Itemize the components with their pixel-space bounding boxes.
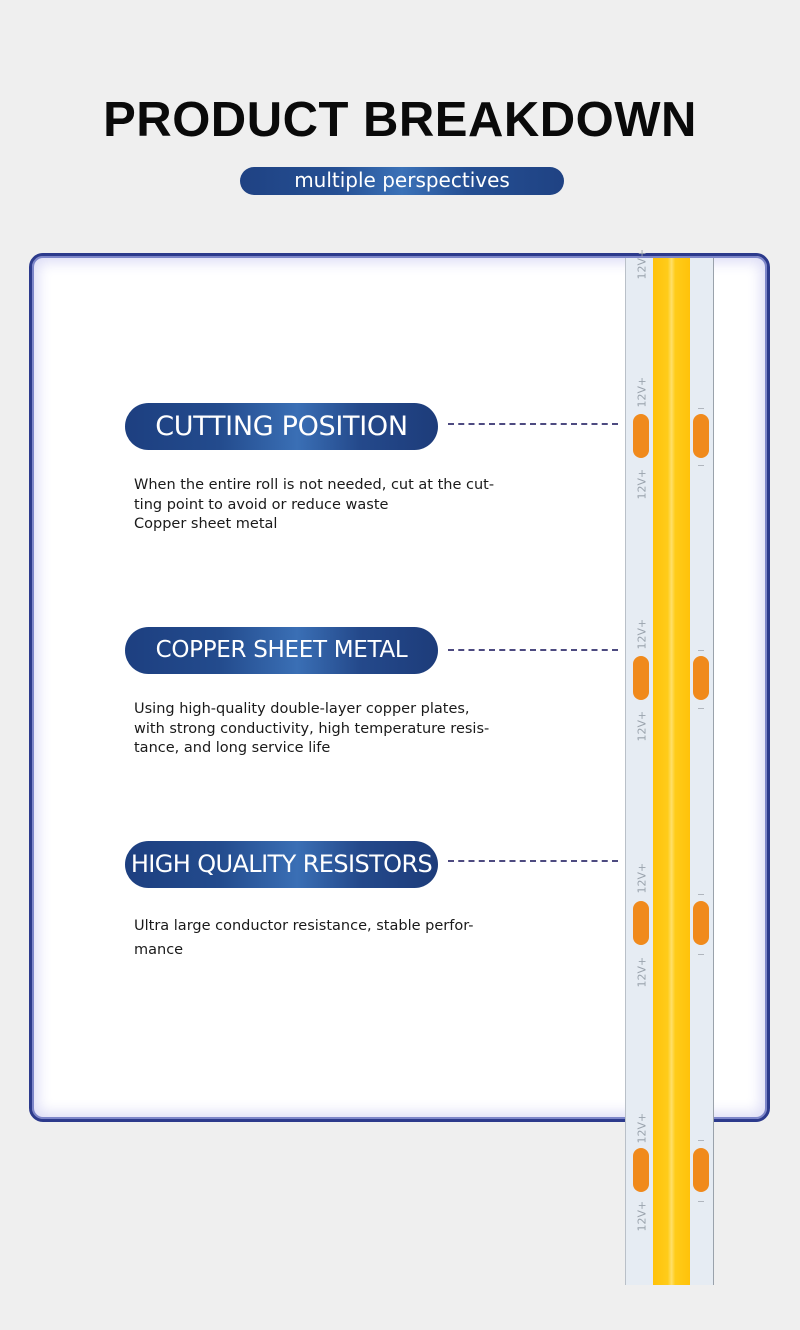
minus-mark — [698, 894, 704, 895]
minus-mark — [698, 1140, 704, 1141]
description-line: with strong conductivity, high temperatu… — [134, 720, 490, 737]
description-line: Using high-quality double-layer copper p… — [134, 701, 470, 717]
solder-pad-icon — [693, 414, 709, 458]
page-title: PRODUCT BREAKDOWN — [103, 93, 697, 147]
description-line: tance, and long service life — [134, 740, 331, 756]
voltage-mark: 12V+ — [635, 1200, 649, 1232]
feature-description-copper-sheet-metal: Using high-quality double-layer copper p… — [134, 700, 524, 759]
feature-label-copper-sheet-metal: COPPER SHEET METAL — [125, 627, 438, 674]
voltage-mark: 12V+ — [635, 862, 649, 894]
voltage-mark: 12V+ — [635, 468, 649, 500]
connector-line-cutting-position — [448, 423, 618, 425]
voltage-mark: 12V+ — [635, 1112, 649, 1144]
solder-pad-icon — [633, 1148, 649, 1192]
voltage-mark: 12V+ — [635, 956, 649, 988]
feature-label-high-quality-resistors: HIGH QUALITY RESISTORS — [125, 841, 438, 888]
feature-description-cutting-position: When the entire roll is not needed, cut … — [134, 476, 524, 535]
minus-mark — [698, 1201, 704, 1202]
connector-line-high-quality-resistors — [448, 860, 618, 862]
description-line: ting point to avoid or reduce waste — [134, 496, 389, 513]
solder-pad-icon — [633, 901, 649, 945]
description-line: Copper sheet metal — [134, 516, 278, 532]
solder-pad-icon — [693, 901, 709, 945]
solder-pad-icon — [693, 1148, 709, 1192]
voltage-mark: 12V+ — [635, 710, 649, 742]
connector-line-copper-sheet-metal — [448, 649, 618, 651]
solder-pad-icon — [693, 656, 709, 700]
voltage-mark: 12V+ — [635, 248, 649, 280]
solder-pad-icon — [633, 656, 649, 700]
description-line: Ultra large conductor resistance, stable… — [134, 918, 474, 934]
description-line: When the entire roll is not needed, cut … — [134, 477, 495, 493]
minus-mark — [698, 954, 704, 955]
led-strip-image: 12V+ 12V+ 12V+ 12V+ 12V+ 12V+ 12V+ 12V+ … — [625, 249, 714, 1285]
minus-mark — [698, 408, 704, 409]
minus-mark — [698, 650, 704, 651]
subtitle-badge: multiple perspectives — [240, 167, 564, 195]
voltage-mark: 12V+ — [635, 376, 649, 408]
description-line: mance — [134, 942, 184, 958]
feature-description-high-quality-resistors: Ultra large conductor resistance, stable… — [134, 914, 524, 962]
feature-label-cutting-position: CUTTING POSITION — [125, 403, 438, 450]
minus-mark — [698, 708, 704, 709]
cob-led-band — [653, 258, 690, 1285]
minus-mark — [698, 465, 704, 466]
voltage-mark: 12V+ — [635, 618, 649, 650]
solder-pad-icon — [633, 414, 649, 458]
